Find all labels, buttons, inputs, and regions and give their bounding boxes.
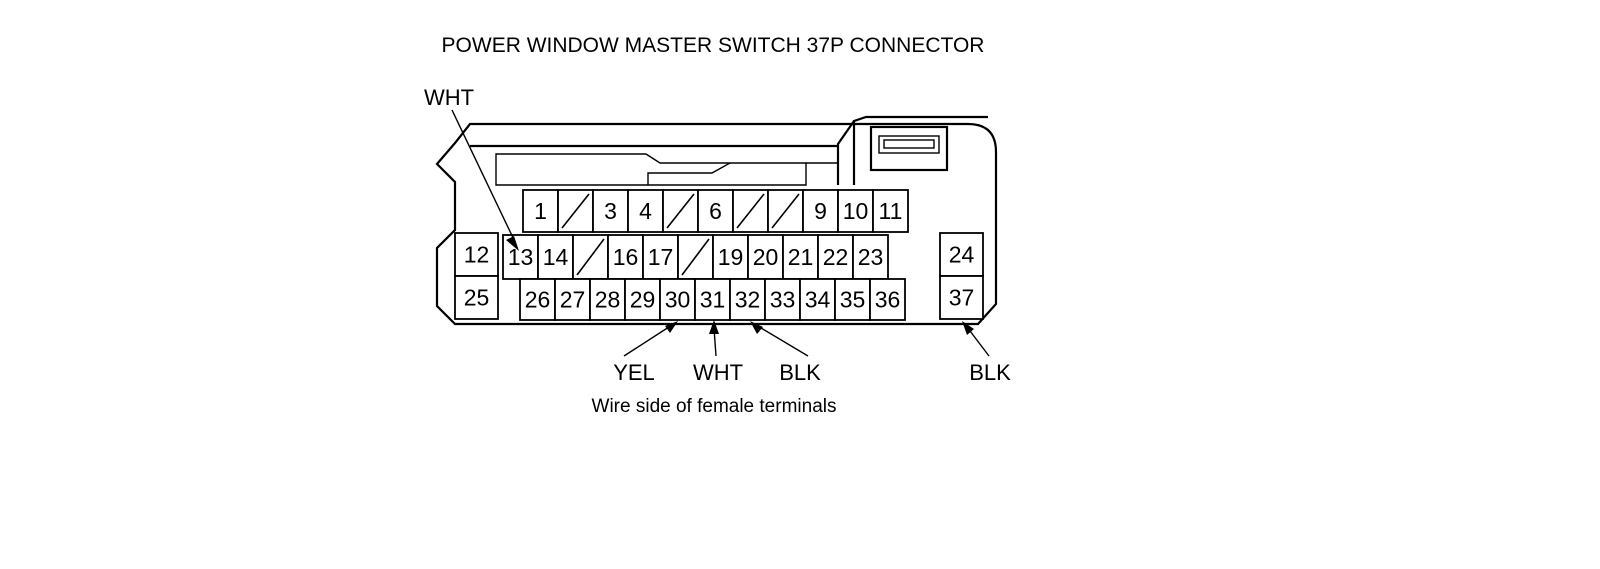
pin-cell	[834, 278, 871, 321]
pin-cell	[554, 278, 591, 321]
leader-line-yel	[623, 324, 673, 357]
pin-number-label: 31	[700, 287, 726, 313]
blank-cell-slash-icon	[576, 238, 605, 276]
diagram-caption: Wire side of female terminals	[592, 396, 837, 417]
pin-cell	[642, 234, 679, 280]
wire-callout-wht-top: WHT	[424, 85, 519, 251]
latch-slot-rect	[883, 139, 935, 149]
blank-cell-slash-icon	[666, 193, 695, 229]
pin-cell	[589, 278, 626, 321]
pin-cell	[837, 189, 874, 233]
arrowhead-wht-bottom	[709, 320, 719, 334]
latch-inner-rect	[878, 135, 940, 154]
pin-number-label: 36	[875, 287, 901, 313]
pin-number-label: 22	[823, 244, 849, 270]
pin-number-label: 16	[613, 244, 639, 270]
pin-number-label: 12	[464, 242, 490, 268]
pin-number-label: 6	[709, 198, 722, 224]
pin-number-label: 23	[858, 244, 884, 270]
pin-row-bottom: 26 27 28 29 30 31 32 33 34 35 36	[519, 278, 906, 321]
pin-number-label: 26	[525, 287, 551, 313]
wire-callout-blk-right: BLK	[962, 321, 1011, 385]
pin-cell	[939, 275, 984, 320]
pin-number-label: 30	[665, 287, 691, 313]
pin-number-label: 29	[630, 287, 656, 313]
page-title: POWER WINDOW MASTER SWITCH 37P CONNECTOR	[442, 34, 985, 57]
pin-number-label: 10	[843, 198, 869, 224]
blank-cell-slash-icon	[561, 193, 590, 229]
pin-column-right: 24 37	[939, 232, 984, 320]
pin-number-label: 9	[814, 198, 827, 224]
wire-label-wht-bottom: WHT	[693, 360, 743, 385]
guide-rail-step	[647, 162, 731, 185]
blank-cell-slash-icon	[681, 238, 710, 276]
pin-number-label: 14	[543, 244, 569, 270]
pin-cell	[454, 275, 499, 320]
pin-number-label: 24	[949, 242, 975, 268]
pin-column-left: 12 25	[454, 232, 499, 320]
pin-number-label: 37	[949, 285, 975, 311]
pin-number-label: 33	[770, 287, 796, 313]
pin-cell	[712, 234, 749, 280]
center-guide-rail	[495, 153, 807, 186]
wire-label-wht-top: WHT	[424, 85, 474, 110]
pin-cell	[939, 232, 984, 277]
pin-number-label: 34	[805, 287, 831, 313]
arrowhead-yel	[665, 321, 678, 333]
wire-callout-yel: YEL	[613, 321, 678, 385]
pin-number-label: 25	[464, 285, 490, 311]
pin-row-middle: 13 14 16 17 19 20 21 22 23	[502, 234, 889, 280]
leader-line-blk-center	[755, 324, 809, 357]
pin-number-label: 28	[595, 287, 621, 313]
latch-platform-outline	[852, 115, 988, 185]
latch-shoulder-edge	[836, 120, 855, 185]
pin-number-label: 3	[604, 198, 617, 224]
connector-housing-outline	[435, 122, 998, 326]
arrowhead-blk-center	[750, 321, 763, 334]
pin-number-label: 13	[508, 244, 534, 270]
wire-callout-wht-bottom: WHT	[693, 320, 743, 385]
pin-number-label: 11	[879, 198, 903, 224]
arrowhead-wht-top	[506, 236, 519, 251]
pin-number-label: 32	[735, 287, 761, 313]
pin-cell	[592, 189, 629, 233]
pin-cell	[659, 278, 696, 321]
leader-line-wht-top	[451, 109, 517, 245]
pin-cell	[799, 278, 836, 321]
pin-cell	[872, 189, 909, 233]
pin-cell	[519, 278, 556, 321]
blank-cell-slash-icon	[736, 193, 765, 229]
wire-label-yel: YEL	[613, 360, 655, 385]
pin-number-label: 17	[648, 244, 674, 270]
wire-label-blk-center: BLK	[779, 360, 821, 385]
pin-cell	[522, 189, 559, 233]
wire-label-blk-right: BLK	[969, 360, 1011, 385]
pin-cell	[729, 278, 766, 321]
pin-number-label: 27	[560, 287, 586, 313]
latch-outer-rect	[869, 125, 949, 172]
pin-number-label: 19	[718, 244, 744, 270]
pin-cell	[694, 278, 731, 321]
pin-number-label: 35	[840, 287, 866, 313]
pin-number-label: 21	[788, 244, 814, 270]
pin-number-label: 1	[534, 198, 547, 224]
pin-cell	[869, 278, 906, 321]
arrowhead-blk-right	[962, 321, 974, 335]
pin-number-label: 20	[753, 244, 779, 270]
pin-number-label: 4	[639, 198, 652, 224]
wire-callout-blk-center: BLK	[750, 321, 821, 385]
blank-cell-slash-icon	[771, 193, 800, 229]
